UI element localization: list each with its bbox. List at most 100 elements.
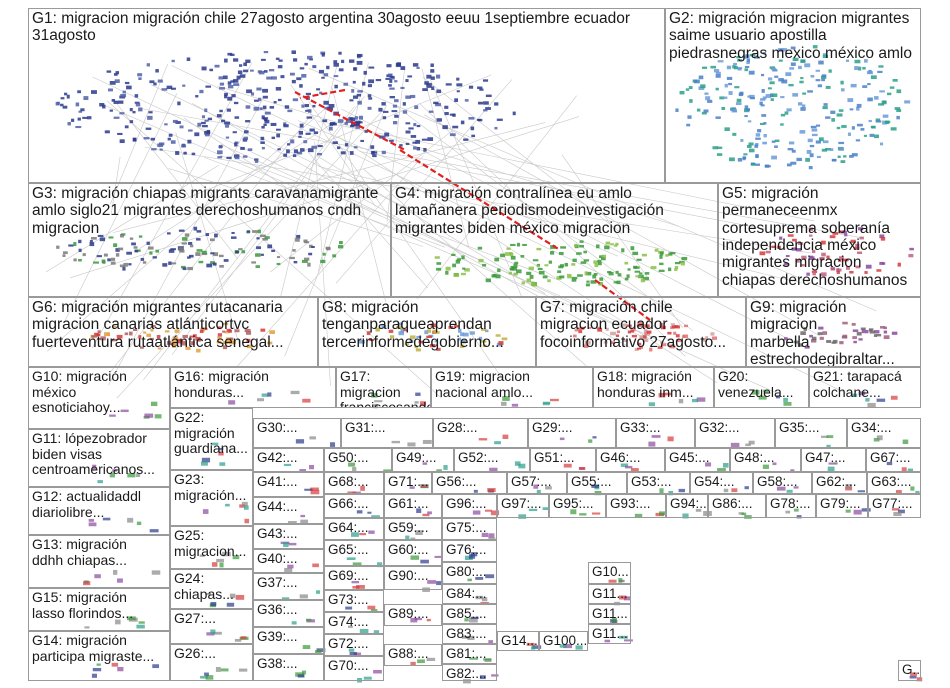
g8-node [398, 331, 405, 336]
g2-node [882, 114, 889, 118]
group-box-g17: G17: migracion franciscosando... [336, 367, 431, 408]
group-node [588, 439, 593, 443]
g6-node [97, 330, 101, 334]
g8-node [469, 331, 475, 335]
g3-node [179, 249, 185, 253]
group-node [876, 435, 883, 441]
g3-node [152, 256, 157, 259]
g6-node [124, 332, 129, 336]
group-box-g4: G4: migración contralínea eu amlo lamaña… [391, 183, 718, 297]
g4-node [586, 271, 592, 276]
g1-node [263, 123, 267, 126]
group-node [91, 673, 97, 678]
g1-node [428, 110, 434, 113]
g6-node [226, 328, 231, 332]
g1-node [354, 116, 358, 120]
g1-node [225, 136, 230, 139]
group-label: G43:... [257, 526, 298, 541]
group-node [793, 486, 799, 489]
g1-node [263, 50, 269, 54]
g2-node [702, 66, 708, 69]
group-node [545, 486, 552, 490]
g3-node [138, 235, 143, 238]
g2-node [838, 109, 844, 112]
g1-node [328, 103, 335, 108]
g3-node [89, 242, 95, 247]
group-node [407, 442, 416, 447]
g1-node [426, 85, 432, 88]
edge [331, 87, 387, 303]
group-node [434, 555, 443, 558]
group-node [484, 509, 492, 512]
g6-node [104, 332, 110, 337]
g2-node [761, 88, 765, 93]
g3-node [78, 258, 82, 262]
g1-node [309, 58, 313, 61]
g2-node [787, 148, 794, 151]
g2-node [755, 163, 761, 166]
g6-node [172, 336, 178, 339]
g8-node [482, 344, 487, 348]
g2-node [715, 116, 721, 119]
g6-node [181, 343, 187, 346]
g8-node [409, 339, 414, 343]
g3-node [201, 253, 208, 256]
g8-node [415, 348, 421, 352]
g9-node [811, 336, 817, 341]
g1-node [381, 136, 386, 139]
g3-node [97, 234, 104, 237]
group-node [152, 664, 159, 669]
g2-node [874, 96, 879, 100]
g1-node [71, 118, 75, 122]
edge [335, 79, 512, 284]
g2-node [724, 127, 730, 131]
group-node [623, 639, 633, 642]
g4-node [624, 277, 629, 281]
g7-node [615, 334, 620, 337]
g4-node [571, 263, 576, 266]
g1-node [161, 88, 168, 91]
group-node [591, 484, 599, 488]
group-node [426, 657, 436, 661]
g4-node [665, 254, 669, 257]
g3-node [196, 230, 202, 233]
edge [421, 68, 470, 248]
g4-node [436, 262, 442, 265]
g1-node [55, 101, 60, 106]
g8-node [359, 339, 365, 344]
group-box-g78: G78:... [766, 494, 816, 518]
g3-node [188, 254, 194, 258]
g9-node [818, 326, 824, 330]
g6-node [146, 333, 152, 337]
g1-node [410, 135, 417, 138]
g7-node [572, 334, 577, 338]
g1-node [187, 139, 192, 144]
g1-node [299, 67, 305, 70]
g7-node [623, 339, 628, 342]
g7-node [637, 342, 642, 346]
g9-node [794, 340, 799, 344]
g2-node [759, 101, 763, 105]
group-label: G18: migración honduras inm... [597, 368, 694, 400]
group-node [648, 402, 655, 407]
group-node [705, 462, 712, 467]
group-node [219, 462, 226, 466]
group-box-g37: G37:... [253, 573, 324, 600]
group-label: G52:... [458, 450, 499, 465]
group-box-g68: G68:... [324, 472, 384, 494]
group-node [511, 403, 519, 407]
g4-node [674, 261, 681, 265]
g1-node [463, 138, 469, 141]
g4-node [557, 270, 562, 274]
group-node [215, 666, 221, 672]
g1-node [129, 120, 134, 124]
g1-node [168, 133, 173, 137]
g7-node [643, 329, 648, 333]
group-label: G17: migracion franciscosando... [340, 368, 430, 408]
g2-node [904, 100, 911, 104]
g1-node [172, 119, 178, 123]
g1-node [477, 101, 484, 105]
g1-node [259, 107, 263, 111]
group-node [112, 469, 118, 472]
group-node [695, 508, 702, 512]
